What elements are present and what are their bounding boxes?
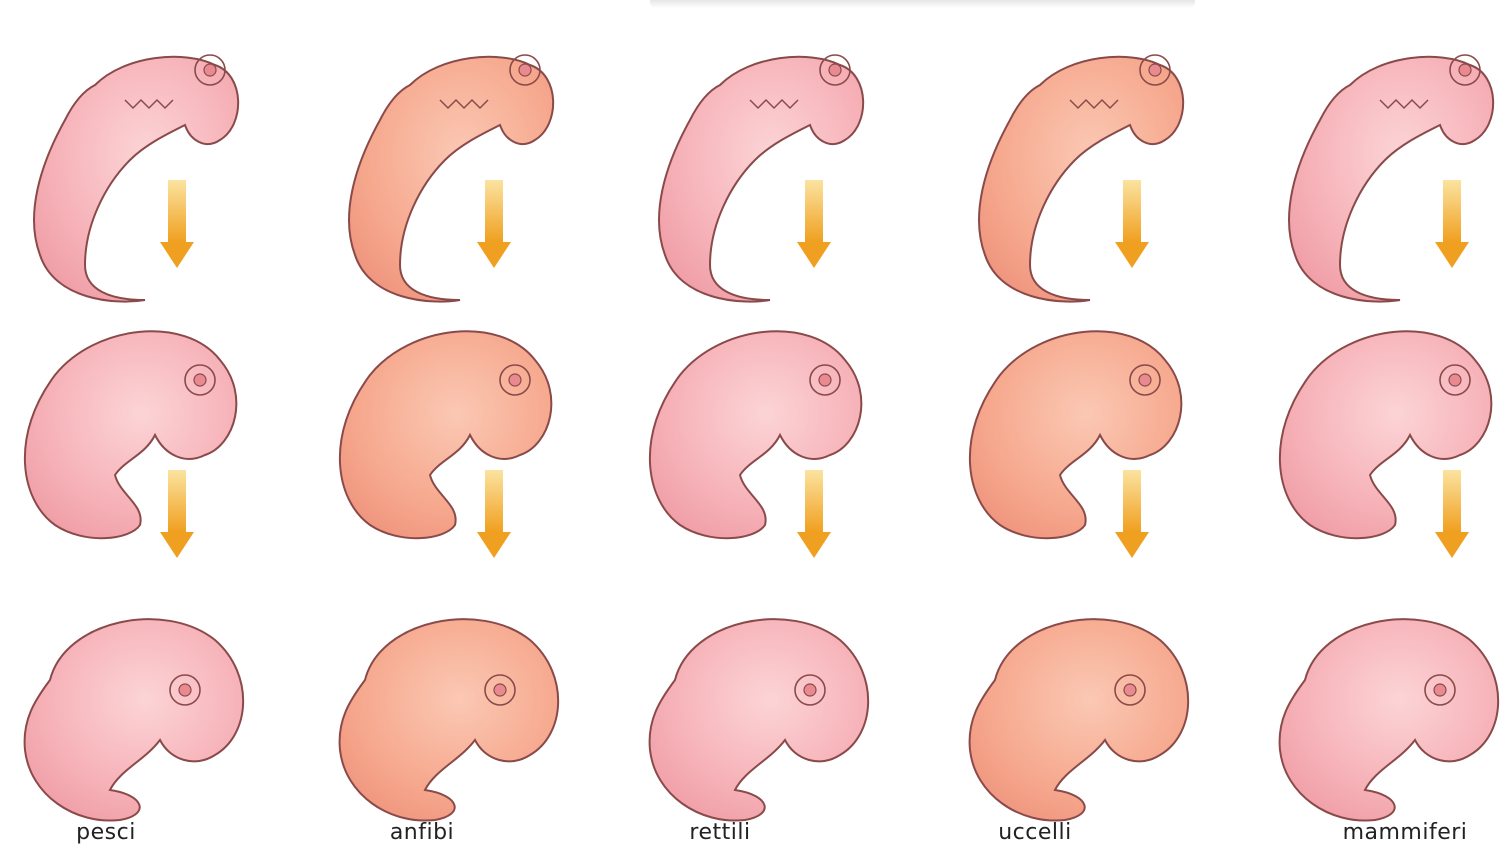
- label-pesci: pesci: [6, 820, 206, 845]
- embryo-body: [970, 331, 1181, 538]
- eye-inner: [829, 64, 841, 76]
- embryo-body: [340, 331, 551, 538]
- embryo-mammiferi-late: [1280, 619, 1499, 820]
- embryo-rettili-late: [650, 619, 869, 820]
- eye-inner: [519, 64, 531, 76]
- eye-inner: [1459, 64, 1471, 76]
- label-uccelli: uccelli: [935, 820, 1135, 845]
- embryo-uccelli-early: [979, 55, 1183, 302]
- embryo-body: [970, 619, 1189, 820]
- eye-inner: [804, 684, 816, 696]
- eye-inner: [194, 374, 206, 386]
- arrow-down-icon: [160, 470, 194, 558]
- embryo-rettili-middle: [650, 331, 861, 538]
- eye-inner: [1149, 64, 1161, 76]
- embryo-body: [340, 619, 559, 820]
- arrow-down-icon: [797, 180, 831, 268]
- embryo-pesci-late: [25, 619, 244, 820]
- embryo-mammiferi-early: [1289, 55, 1493, 302]
- eye-inner: [204, 64, 216, 76]
- embryo-pesci-early: [34, 55, 238, 302]
- eye-inner: [1124, 684, 1136, 696]
- arrow-down-icon: [160, 180, 194, 268]
- embryo-body: [1289, 57, 1493, 302]
- eye-inner: [1434, 684, 1446, 696]
- label-mammiferi: mammiferi: [1305, 820, 1500, 845]
- embryo-body: [1280, 619, 1499, 820]
- arrow-down-icon: [1435, 470, 1469, 558]
- embryo-uccelli-late: [970, 619, 1189, 820]
- label-rettili: rettili: [620, 820, 820, 845]
- label-anfibi: anfibi: [322, 820, 522, 845]
- arrow-down-icon: [477, 470, 511, 558]
- embryo-anfibi-early: [349, 55, 553, 302]
- arrow-down-icon: [797, 470, 831, 558]
- eye-inner: [1449, 374, 1461, 386]
- embryo-anfibi-late: [340, 619, 559, 820]
- embryo-body: [34, 57, 238, 302]
- embryo-body: [25, 331, 236, 538]
- arrow-down-icon: [1115, 470, 1149, 558]
- embryo-body: [979, 57, 1183, 302]
- embryo-body: [25, 619, 244, 820]
- eye-inner: [1139, 374, 1151, 386]
- embryo-body: [650, 619, 869, 820]
- arrow-down-icon: [1115, 180, 1149, 268]
- embryo-pesci-middle: [25, 331, 236, 538]
- eye-inner: [509, 374, 521, 386]
- embryo-body: [659, 57, 863, 302]
- eye-inner: [819, 374, 831, 386]
- eye-inner: [179, 684, 191, 696]
- embryo-uccelli-middle: [970, 331, 1181, 538]
- embryo-anfibi-middle: [340, 331, 551, 538]
- embryo-rettili-early: [659, 55, 863, 302]
- embryo-body: [349, 57, 553, 302]
- eye-inner: [494, 684, 506, 696]
- arrow-down-icon: [477, 180, 511, 268]
- arrow-down-icon: [1435, 180, 1469, 268]
- embryo-body: [650, 331, 861, 538]
